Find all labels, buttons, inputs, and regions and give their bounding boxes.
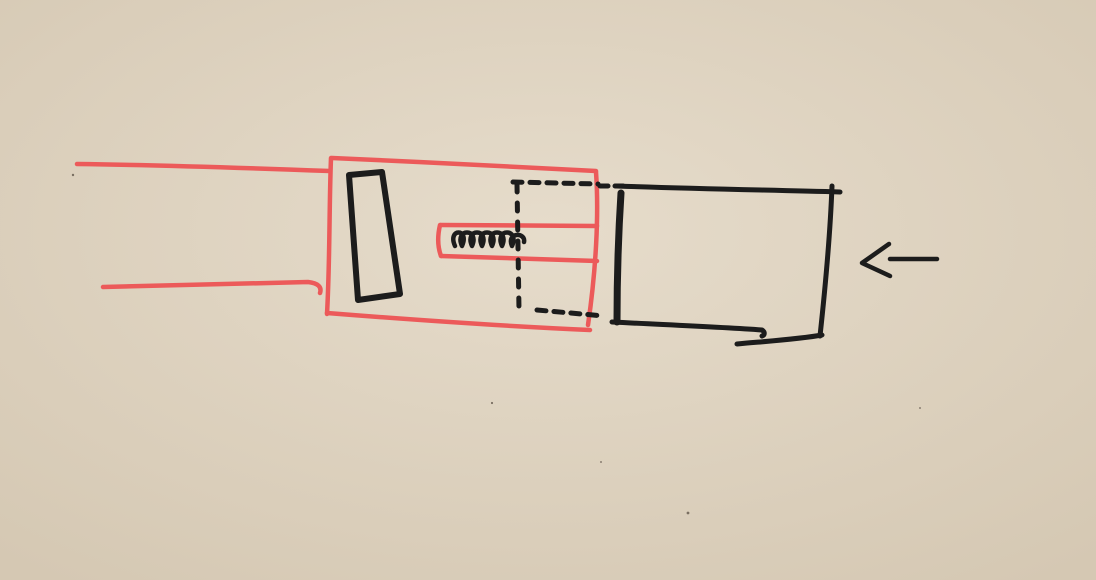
upper-rod-line bbox=[74, 161, 333, 174]
housing-bottom-edge bbox=[324, 310, 593, 333]
housing-top-edge bbox=[329, 155, 599, 174]
piston-dashed-top bbox=[510, 179, 601, 187]
block-front-face bbox=[613, 189, 625, 326]
block-right-edge bbox=[817, 183, 835, 339]
board-speck bbox=[686, 511, 690, 515]
spring-coil-icon bbox=[451, 230, 527, 249]
piston-dashed-rod bbox=[514, 181, 522, 313]
board-speck bbox=[71, 173, 75, 177]
housing-left-edge bbox=[324, 155, 334, 317]
housing-right-edge bbox=[585, 169, 600, 328]
block-bottom-stroke bbox=[734, 332, 825, 347]
lower-rod-line bbox=[100, 279, 323, 296]
black-parts bbox=[346, 169, 940, 347]
red-housing bbox=[74, 155, 600, 333]
left-arrow-icon bbox=[859, 241, 940, 279]
piston-dashed-bottom bbox=[534, 307, 607, 319]
board-speck bbox=[600, 461, 602, 463]
board-speck bbox=[919, 407, 921, 409]
left-plate bbox=[346, 169, 403, 303]
board-speck bbox=[490, 401, 494, 405]
block-top-edge bbox=[614, 183, 843, 195]
block-bottom-edge bbox=[609, 319, 767, 339]
inner-slot-left bbox=[435, 222, 444, 259]
